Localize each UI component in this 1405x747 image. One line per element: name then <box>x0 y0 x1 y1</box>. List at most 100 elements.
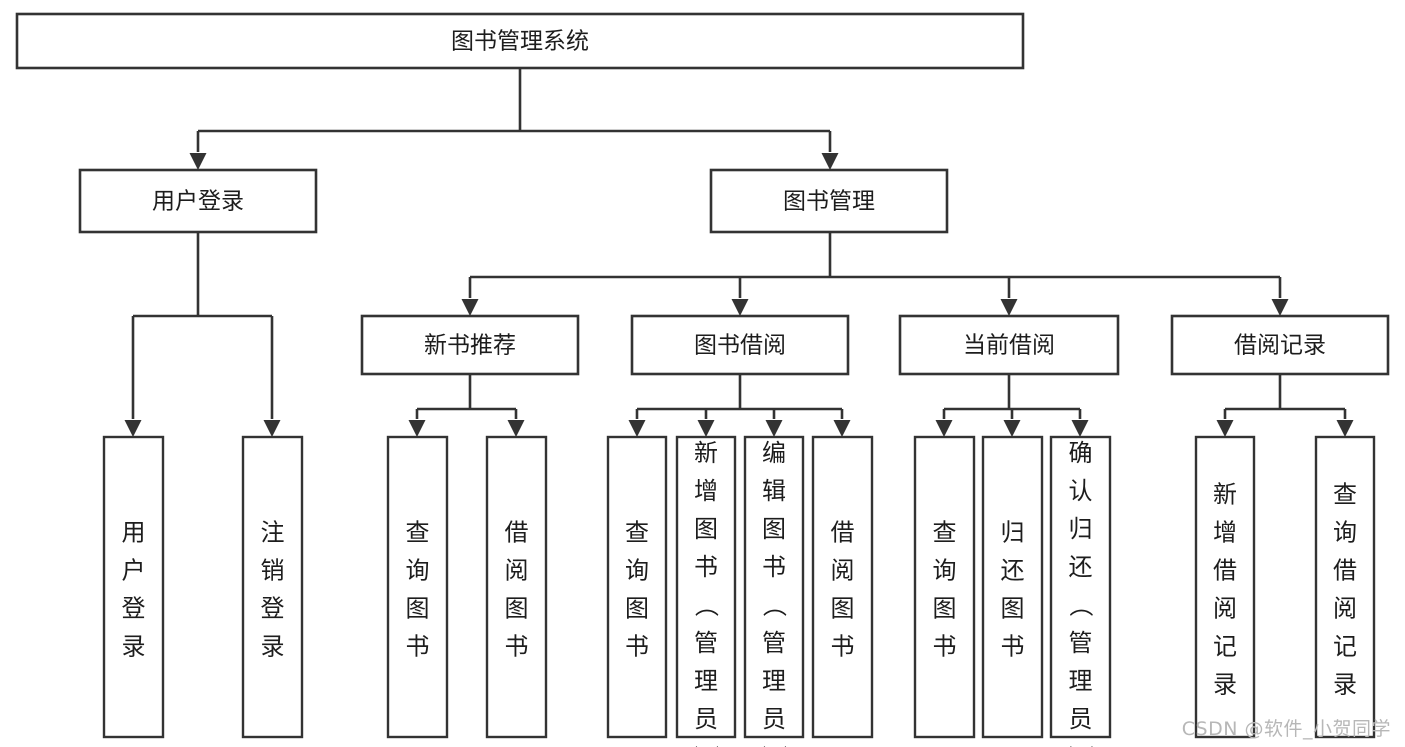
leaf-label-char: 阅 <box>1333 595 1357 623</box>
leaf-label-char: 书 <box>1001 633 1025 661</box>
leaf-label-char: ） <box>760 745 788 747</box>
leaf-label-char: 员 <box>1069 705 1093 733</box>
node-root-label: 图书管理系统 <box>451 29 589 55</box>
leaf-label-char: 图 <box>1001 595 1025 623</box>
leaf-label-char: 员 <box>762 705 786 733</box>
node-new-book-recommend-box[interactable] <box>360 314 580 376</box>
node-user-login-box[interactable] <box>78 168 318 234</box>
leaf-label-char: 户 <box>122 557 146 585</box>
leaf-label-char: 员 <box>694 705 718 733</box>
leaf-label-char: ） <box>692 745 720 747</box>
leaf-box-query-book-b[interactable] <box>606 435 668 739</box>
leaf-label-char: 增 <box>1213 519 1237 547</box>
leaf-label-char: 询 <box>625 557 649 585</box>
leaf-label-char: 询 <box>406 557 430 585</box>
node-book-management[interactable]: 图书管理 <box>709 168 949 234</box>
leaf-label-char: 书 <box>762 553 786 581</box>
leaf-label-char: 借 <box>1213 557 1237 585</box>
leaf-label-char: 图 <box>406 595 430 623</box>
leaf-label-char: 归 <box>1069 515 1093 543</box>
leaf-label-char: 查 <box>406 519 430 547</box>
node-book-management-box[interactable] <box>709 168 949 234</box>
leaf-label-char: 编 <box>762 439 786 467</box>
leaf-label-char: 登 <box>122 595 146 623</box>
leaf-label-char: 询 <box>933 557 957 585</box>
node-user-login[interactable]: 用户登录 <box>78 168 318 234</box>
leaf-label-char: 归 <box>1001 519 1025 547</box>
leaf-label-char: 书 <box>694 553 718 581</box>
node-book-borrow-box[interactable] <box>630 314 850 376</box>
leaf-label-char: 阅 <box>1213 595 1237 623</box>
leaf-box-add-record[interactable] <box>1194 435 1256 739</box>
connector-layer <box>124 68 1354 437</box>
leaf-label-char: 书 <box>505 633 529 661</box>
node-new-book-recommend[interactable]: 新书推荐 <box>360 314 580 376</box>
node-book-management-label: 图书管理 <box>783 189 875 215</box>
leaf-label-char: 书 <box>831 633 855 661</box>
node-root[interactable]: 图书管理系统 <box>15 12 1025 70</box>
leaf-box-query-book-a[interactable] <box>386 435 449 739</box>
leaf-label-char: 阅 <box>831 557 855 585</box>
leaf-label-char: 确 <box>1069 439 1093 467</box>
leaf-label-char: 管 <box>1069 629 1093 657</box>
leaf-label-char: 销 <box>261 557 285 585</box>
leaf-label-char: 借 <box>1333 557 1357 585</box>
leaf-box-borrow-book-b[interactable] <box>811 435 874 739</box>
node-borrow-record-label: 借阅记录 <box>1234 333 1326 359</box>
watermark: CSDN @软件_小贺同学 <box>1181 718 1391 740</box>
leaf-label-char: ） <box>1067 745 1095 747</box>
node-book-borrow[interactable]: 图书借阅 <box>630 314 850 376</box>
leaf-label-char: （ <box>692 593 720 617</box>
leaf-label-char: 查 <box>625 519 649 547</box>
leaf-label-char: 理 <box>1069 667 1093 695</box>
leaf-box-return-book[interactable] <box>981 435 1044 739</box>
leaf-label-char: 图 <box>831 595 855 623</box>
leaf-label-char: 图 <box>933 595 957 623</box>
leaf-label-char: 理 <box>762 667 786 695</box>
leaf-box-borrow-book-a[interactable] <box>485 435 548 739</box>
leaf-label-char: 录 <box>122 633 146 661</box>
leaf-label-char: 借 <box>505 519 529 547</box>
leaf-label-char: 还 <box>1001 557 1025 585</box>
node-current-borrow[interactable]: 当前借阅 <box>898 314 1120 376</box>
leaf-label-char: 录 <box>261 633 285 661</box>
leaf-label-char: 理 <box>694 667 718 695</box>
node-borrow-record[interactable]: 借阅记录 <box>1170 314 1390 376</box>
leaf-label-char: 新 <box>694 439 718 467</box>
node-book-borrow-label: 图书借阅 <box>694 333 786 359</box>
leaf-label-char: 图 <box>505 595 529 623</box>
leaf-label: 用户登录 <box>122 519 146 661</box>
leaf-label-char: 记 <box>1333 633 1357 661</box>
node-current-borrow-label: 当前借阅 <box>963 333 1055 359</box>
leaf-box-add-book[interactable] <box>675 435 737 739</box>
leaf-box-edit-book[interactable] <box>743 435 805 739</box>
leaf-label-char: （ <box>760 593 788 617</box>
leaf-label-char: 新 <box>1213 481 1237 509</box>
node-root-box[interactable] <box>15 12 1025 70</box>
leaf-box-logout[interactable] <box>241 435 304 739</box>
leaf-box-user-login[interactable] <box>102 435 165 739</box>
node-borrow-record-box[interactable] <box>1170 314 1390 376</box>
leaf-label-char: 录 <box>1213 671 1237 699</box>
node-new-book-recommend-label: 新书推荐 <box>424 333 516 359</box>
leaf-label-char: 管 <box>762 629 786 657</box>
node-user-login-label: 用户登录 <box>152 189 244 215</box>
leaf-box-query-book-c[interactable] <box>913 435 976 739</box>
leaf-box-query-record[interactable] <box>1314 435 1376 739</box>
node-current-borrow-box[interactable] <box>898 314 1120 376</box>
leaf-label-char: 图 <box>694 515 718 543</box>
leaf-label-char: 还 <box>1069 553 1093 581</box>
leaf-label-char: 管 <box>694 629 718 657</box>
leaf-box-confirm-return[interactable] <box>1049 435 1112 739</box>
